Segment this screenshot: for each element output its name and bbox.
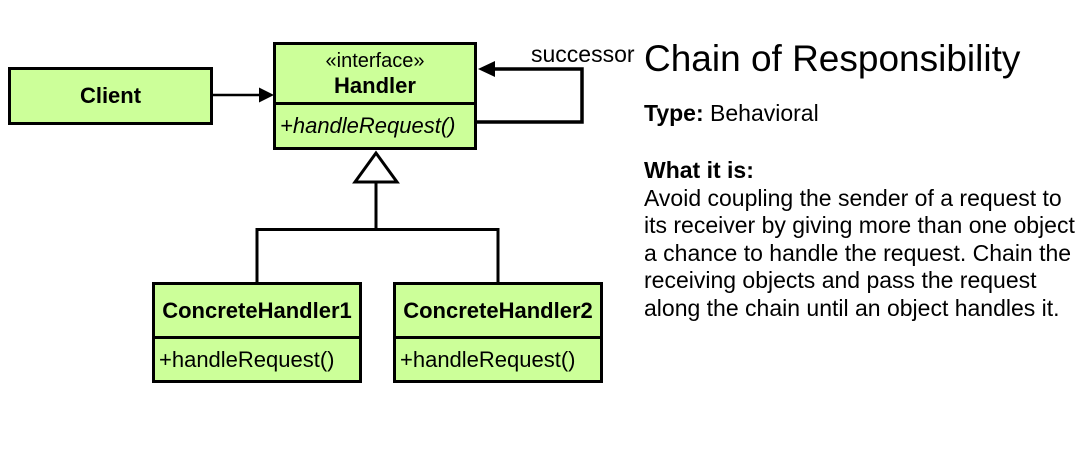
pattern-title: Chain of Responsibility — [644, 38, 1021, 79]
client-name-compartment: Client — [11, 70, 210, 122]
handler-name-compartment: «interface» Handler — [276, 45, 474, 105]
concrete-handler-2-name-compartment: ConcreteHandler2 — [396, 285, 600, 339]
class-box-client: Client — [8, 67, 213, 125]
concrete-handler-2-method: +handleRequest() — [400, 346, 576, 372]
concrete-handler-2-class-name: ConcreteHandler2 — [403, 297, 593, 323]
client-class-name: Client — [79, 83, 142, 109]
class-box-handler: «interface» Handler +handleRequest() — [273, 42, 477, 150]
class-box-concrete-handler-2: ConcreteHandler2 +handleRequest() — [393, 282, 603, 383]
handler-class-name: Handler — [334, 72, 416, 98]
association-client-to-handler — [211, 87, 274, 103]
class-box-concrete-handler-1: ConcreteHandler1 +handleRequest() — [152, 282, 362, 383]
pattern-type-row: Type: Behavioral — [644, 100, 819, 127]
what-it-is-label: What it is: — [644, 157, 754, 183]
handler-method: +handleRequest() — [280, 113, 456, 138]
type-value: Behavioral — [710, 100, 819, 126]
concrete-handler-1-name-compartment: ConcreteHandler1 — [155, 285, 359, 339]
pattern-description-block: What it is: Avoid coupling the sender of… — [644, 157, 1080, 322]
handler-stereotype: «interface» — [325, 49, 425, 72]
concrete-handler-1-method: +handleRequest() — [159, 346, 335, 372]
successor-edge-label: successor — [531, 41, 635, 67]
concrete-handler-1-class-name: ConcreteHandler1 — [162, 297, 352, 323]
type-label: Type: — [644, 100, 704, 126]
successor-self-association — [477, 61, 584, 124]
generalization-connector — [255, 150, 500, 283]
pattern-description: Avoid coupling the sender of a request t… — [644, 184, 1075, 321]
